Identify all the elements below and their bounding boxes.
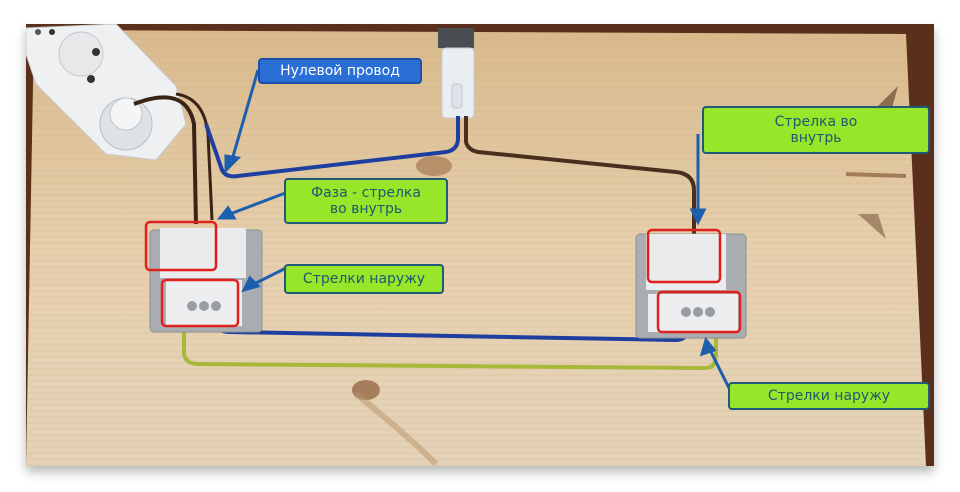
right-switch — [635, 228, 747, 339]
wood-knot — [872, 86, 898, 112]
callout-phase-arrow-in: Фаза - стрелка во внутрь — [284, 178, 448, 224]
lamp-phase-wire — [464, 116, 696, 234]
callout-arrows-out-right: Стрелки наружу — [728, 382, 930, 410]
left-switch — [144, 220, 263, 333]
callout-arrows — [216, 69, 732, 391]
callout-text: Фаза - стрелка во внутрь — [311, 185, 421, 217]
callout-arrows-out-left: Стрелки наружу — [284, 264, 444, 294]
callout-text: Стрелки наружу — [767, 388, 891, 404]
neutral-wire — [204, 116, 460, 179]
callout-neutral-wire: Нулевой провод — [258, 58, 422, 84]
callout-text: Стрелки наружу — [302, 271, 426, 287]
highlight-box — [160, 278, 240, 328]
highlight-box — [656, 290, 742, 334]
wiring-photo — [26, 24, 934, 466]
wood-knot — [416, 156, 452, 176]
callout-arrow-in-right: Стрелка во внутрь — [702, 106, 930, 154]
highlight-box — [646, 228, 722, 284]
lamp-socket — [438, 28, 475, 119]
power-strip — [26, 24, 187, 161]
photo-frame: Нулевой провод Фаза - стрелка во внутрь … — [26, 24, 934, 466]
callout-text: Стрелка во внутрь — [774, 114, 858, 146]
highlight-box — [144, 220, 218, 272]
callout-text: Нулевой провод — [280, 63, 400, 79]
phase-wire — [133, 95, 198, 225]
